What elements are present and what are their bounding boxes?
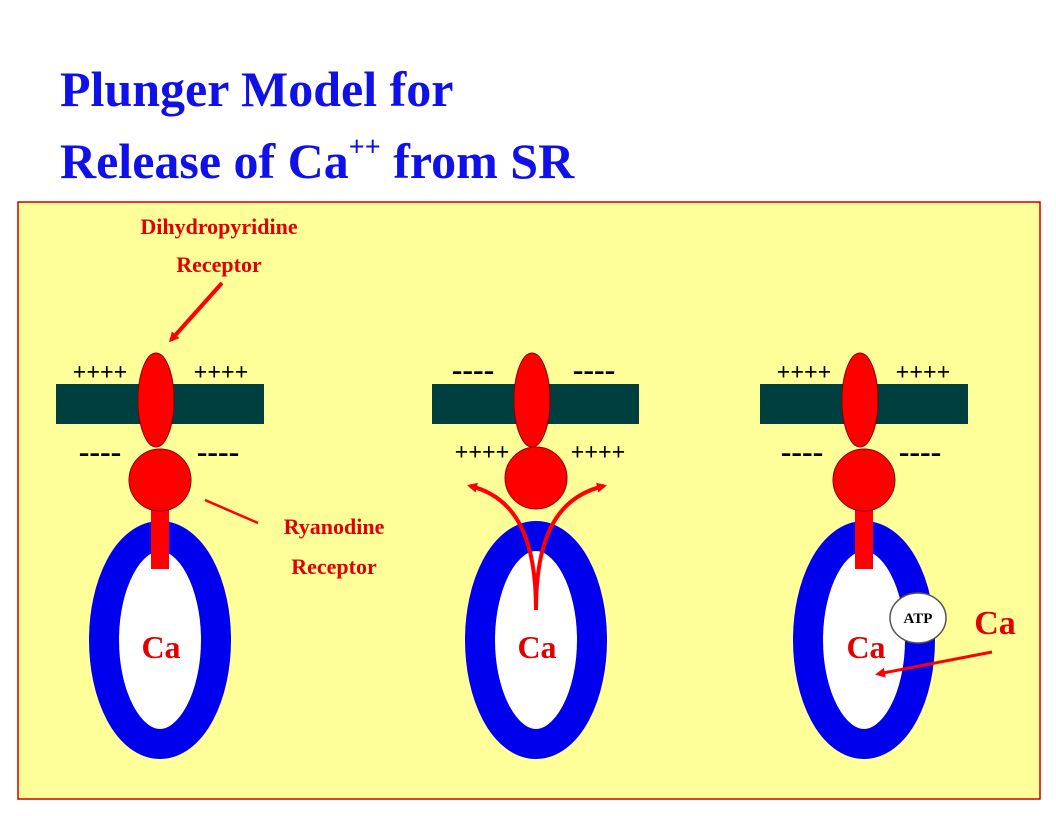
charge-top-left-3: ++++	[777, 360, 832, 386]
charge-top-right-3: ++++	[896, 360, 951, 386]
title-superscript: ++	[348, 132, 381, 163]
ryanodine-label-2: Receptor	[291, 554, 377, 579]
charge-bottom-right-3: ----	[899, 433, 942, 469]
ca-release-arrow-right	[534, 482, 607, 611]
charge-bottom-right-1: ----	[197, 433, 240, 469]
atp-pump	[889, 592, 947, 644]
ryanodine-pointer	[204, 498, 259, 525]
dihydropyridine-arrow	[168, 281, 224, 343]
dihydropyridine-label: Dihydropyridine	[140, 214, 298, 239]
dihydropyridine-label-2: Receptor	[176, 252, 262, 277]
ryanodine-receptor-head-1	[128, 448, 192, 512]
charge-bottom-left-3: ----	[781, 433, 824, 469]
panel-1: ++++ ++++ ---- ---- Ca	[56, 352, 264, 759]
panel-3: ++++ ++++ ---- ---- Ca ATP Ca	[760, 352, 1016, 759]
ryanodine-stem-1	[151, 505, 169, 569]
dihydropyridine-receptor-1	[137, 352, 175, 448]
panel-2: ---- ---- ++++ ++++ Ca	[432, 351, 639, 759]
ryanodine-stem-3	[855, 505, 873, 569]
dihydropyridine-receptor-2	[513, 352, 551, 448]
ca-label-3: Ca	[846, 629, 885, 665]
title-line2-suffix: from SR	[380, 133, 575, 189]
charge-top-right-1: ++++	[194, 360, 249, 386]
ryanodine-label: Ryanodine	[284, 514, 385, 539]
charge-top-left-2: ----	[452, 351, 495, 387]
ca-uptake-arrow	[875, 650, 993, 678]
charge-top-left-1: ++++	[73, 360, 128, 386]
ryanodine-receptor-head-2	[504, 446, 568, 510]
charge-bottom-right-2: ++++	[571, 440, 626, 466]
page-title-line2: Release of Ca++ from SR	[60, 133, 575, 189]
atp-label: ATP	[904, 611, 933, 627]
charge-top-right-2: ----	[573, 351, 616, 387]
dihydropyridine-receptor-3	[841, 352, 879, 448]
charge-bottom-left-1: ----	[79, 433, 122, 469]
charge-bottom-left-2: ++++	[455, 440, 510, 466]
page-title-line1: Plunger Model for	[60, 61, 454, 117]
title-line2-prefix: Release of Ca	[60, 133, 349, 189]
ca-outside-label: Ca	[974, 605, 1016, 642]
sr-vesicle-2	[465, 521, 607, 759]
ryanodine-receptor-head-3	[832, 448, 896, 512]
ca-label-1: Ca	[141, 629, 180, 665]
ca-label-2: Ca	[517, 629, 556, 665]
